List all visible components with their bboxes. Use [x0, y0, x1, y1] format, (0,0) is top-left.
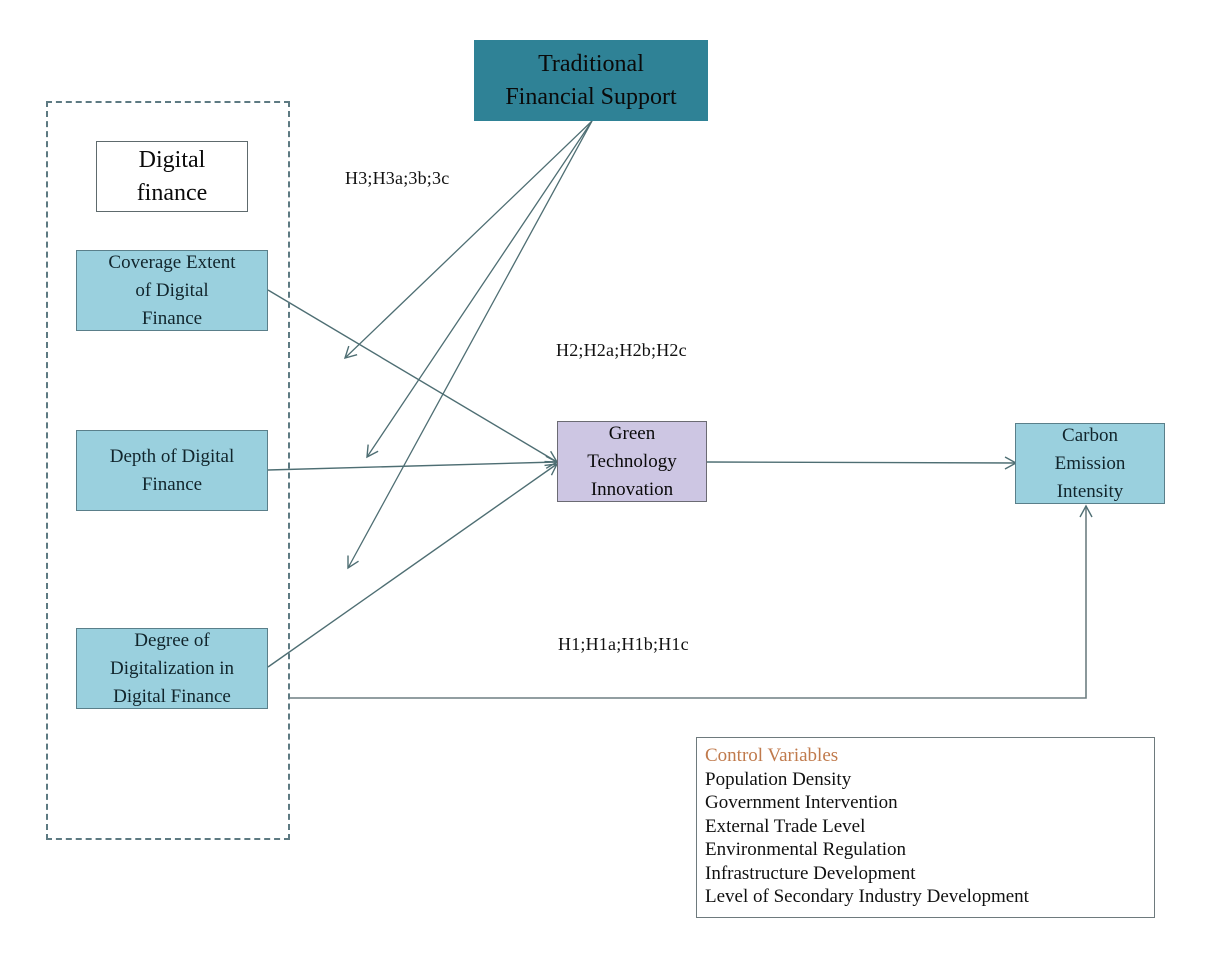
control-variable-item: External Trade Level	[705, 815, 866, 837]
node-line: Emission	[1054, 452, 1126, 474]
edge-digital-finance-to-cei	[290, 504, 1093, 699]
node-line: of Digital	[135, 279, 209, 301]
edge-degree-to-gti	[267, 463, 559, 668]
node-degree-of-digitalization: Degree of Digitalization in Digital Fina…	[76, 628, 268, 709]
node-green-technology-innovation: Green Technology Innovation	[557, 421, 707, 502]
control-variable-item: Government Intervention	[705, 792, 898, 813]
node-coverage-extent: Coverage Extent of Digital Finance	[76, 250, 268, 331]
edge-gti-to-cei	[705, 456, 1018, 470]
digital-finance-label-box: Digital finance	[96, 141, 248, 212]
node-line: Digital Finance	[113, 685, 231, 707]
node-carbon-emission-intensity: Carbon Emission Intensity	[1015, 423, 1165, 504]
edge-coverage-to-gti	[267, 289, 559, 463]
node-line: Finance	[141, 473, 203, 495]
node-line: Digitalization in	[109, 657, 234, 679]
digital-finance-group	[46, 101, 290, 840]
node-line: Depth of Digital	[109, 445, 235, 467]
moderation-edge-depth	[366, 120, 593, 459]
node-line: Traditional	[538, 50, 644, 77]
node-line: Intensity	[1056, 480, 1124, 502]
node-depth: Depth of Digital Finance	[76, 430, 268, 511]
control-variable-item: Environmental Regulation	[705, 839, 907, 860]
control-variable-item: Level of Secondary Industry Development	[705, 886, 1029, 907]
node-line: Technology	[587, 450, 677, 472]
node-line: Finance	[141, 307, 203, 329]
node-line: Green	[608, 422, 656, 444]
edge-depth-to-gti	[267, 455, 559, 471]
node-line: Coverage Extent	[108, 251, 236, 273]
moderation-edge-degree	[347, 120, 593, 570]
hypothesis-label-h2: H2;H2a;H2b;H2c	[556, 340, 687, 360]
node-line: Carbon	[1062, 424, 1118, 446]
moderation-edge-coverage	[343, 120, 593, 360]
control-variable-item: Population Density	[705, 768, 852, 790]
control-variables-box: Control Variables Population Density Gov…	[696, 737, 1155, 918]
hypothesis-label-h1: H1;H1a;H1b;H1c	[558, 634, 689, 654]
group-label-line-2: finance	[136, 179, 208, 206]
group-label-line-1: Digital	[138, 146, 206, 173]
hypothesis-label-h3: H3;H3a;3b;3c	[345, 168, 450, 188]
control-variable-item: Infrastructure Development	[705, 862, 916, 884]
node-traditional-financial-support: Traditional Financial Support	[474, 40, 708, 121]
control-variables-title: Control Variables	[705, 745, 839, 766]
node-line: Financial Support	[505, 83, 677, 110]
node-line: Innovation	[590, 478, 674, 500]
node-line: Degree of	[134, 629, 210, 651]
